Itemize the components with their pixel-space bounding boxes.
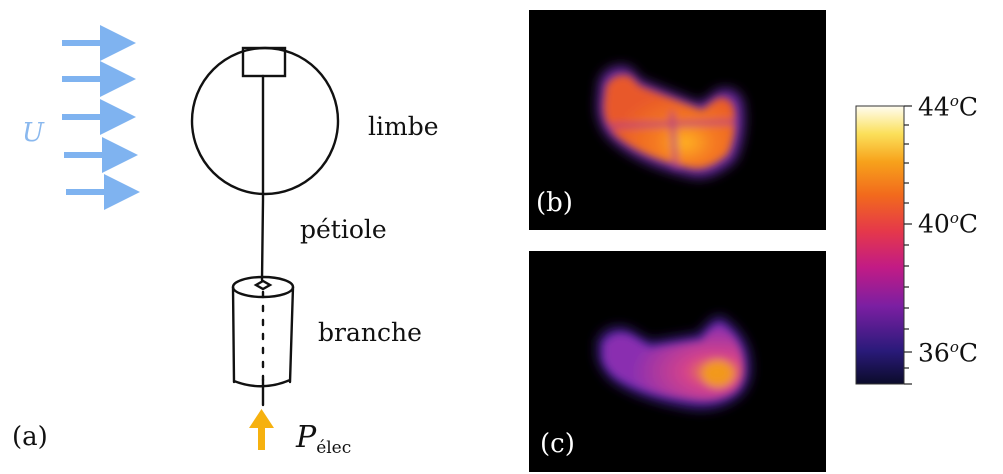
colorbar <box>855 105 912 385</box>
plant-sketch <box>190 46 340 407</box>
colorbar-gradient <box>855 105 905 385</box>
colorbar-ticks <box>904 105 912 385</box>
panel-label-a: (a) <box>12 422 48 452</box>
attachment-block <box>241 46 287 78</box>
wind-arrows <box>62 25 140 210</box>
petiole-line <box>260 74 265 282</box>
power-label: Pélec <box>296 420 352 458</box>
panel-label-b: (b) <box>536 188 573 218</box>
panel-label-c: (c) <box>540 429 575 459</box>
branche-label: branche <box>318 318 422 347</box>
power-symbol: P <box>296 420 317 455</box>
wind-speed-label: U <box>22 118 44 148</box>
colorbar-label-44: 44oC <box>918 92 978 122</box>
junction-mark <box>253 279 273 291</box>
power-arrow <box>249 409 274 450</box>
leaf-blade <box>190 46 340 196</box>
limbe-label: limbe <box>368 112 439 141</box>
thermal-image-c <box>529 251 826 472</box>
power-subscript: élec <box>316 438 352 458</box>
colorbar-label-36: 36oC <box>918 338 978 368</box>
colorbar-label-40: 40oC <box>918 209 978 239</box>
thermal-image-b <box>529 10 826 230</box>
petiole-label: pétiole <box>300 215 387 244</box>
